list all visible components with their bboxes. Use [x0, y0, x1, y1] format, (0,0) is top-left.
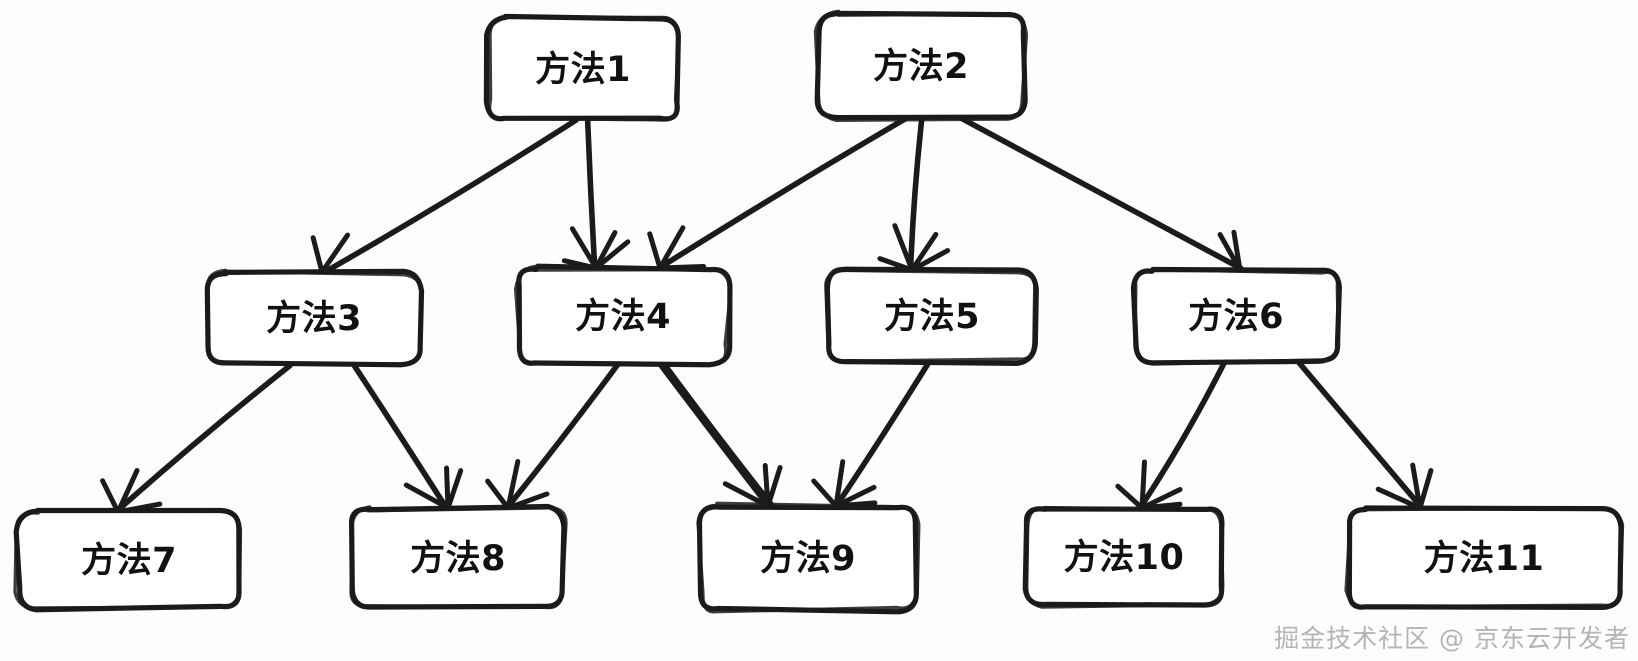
node-label: 方法7 [81, 541, 177, 581]
nodes-layer: 方法1 方法2 方法3 方法4 方法5 方法6 方法7 方法8 方法9 方法10 方法11 [13, 9, 1625, 615]
arrowhead-stroke [593, 230, 618, 271]
node-shape-overstroke [1133, 267, 1341, 366]
edge-line [832, 357, 933, 510]
arrowhead-stroke [569, 226, 599, 271]
arrowhead-stroke [811, 478, 839, 509]
node-shape-overstroke [824, 268, 1037, 363]
edge-line [907, 113, 925, 275]
edge-m2-to-m4 [647, 116, 908, 285]
node-shape-overstroke [349, 505, 568, 610]
arrowhead-stroke [1375, 486, 1423, 511]
edge-line [954, 113, 1244, 272]
node-m7[interactable]: 方法7 [13, 507, 243, 613]
arrowhead-stroke [833, 459, 846, 509]
arrowhead-stroke [657, 225, 686, 271]
arrowhead-stroke [1139, 487, 1183, 511]
node-m4[interactable]: 方法4 [513, 263, 733, 368]
edge-m3-to-m8 [350, 361, 464, 523]
arrowhead-stroke [100, 478, 121, 515]
edge-m6-to-m11 [1294, 357, 1434, 525]
arrowhead-stroke [647, 231, 663, 271]
node-label: 方法8 [410, 539, 506, 579]
watermark-text: 掘金技术社区 @ 京东云开发者 [1274, 624, 1630, 653]
edge-line [319, 117, 579, 277]
edge-line [503, 359, 623, 512]
arrowhead-stroke [722, 481, 771, 509]
node-m1[interactable]: 方法1 [483, 13, 681, 122]
node-label: 方法5 [884, 297, 980, 337]
arrowhead-stroke [892, 223, 915, 273]
node-shape-overstroke [488, 14, 681, 122]
node-label: 方法6 [1188, 297, 1284, 337]
arrowhead-stroke [1217, 232, 1243, 273]
edge-m6-to-m10 [1115, 359, 1228, 511]
arrowhead-stroke [909, 231, 939, 273]
edge-m2-to-m5 [877, 113, 951, 275]
node-m9[interactable]: 方法9 [696, 501, 921, 615]
edge-line [350, 361, 451, 513]
arrowhead-stroke [444, 465, 451, 511]
node-m2[interactable]: 方法2 [813, 9, 1029, 123]
node-label: 方法4 [575, 297, 671, 337]
arrowhead-stroke [833, 484, 877, 509]
edge-m3-to-m7 [100, 362, 293, 526]
arrowhead-stroke [115, 467, 140, 515]
node-m8[interactable]: 方法8 [349, 503, 568, 610]
node-label: 方法2 [873, 47, 969, 87]
node-label: 方法3 [266, 299, 362, 339]
node-label: 方法1 [535, 50, 631, 90]
node-shape-overstroke [1344, 505, 1625, 609]
edge-m1-to-m3 [310, 117, 579, 291]
arrowhead-stroke [485, 478, 511, 511]
arrowhead-stroke [1139, 459, 1147, 511]
edge-line [1137, 359, 1228, 511]
arrowhead-stroke [1115, 483, 1145, 511]
arrowhead-stroke [319, 232, 351, 275]
node-shape-overstroke [813, 9, 1029, 123]
arrowhead-stroke [909, 248, 951, 273]
edge-line [584, 117, 598, 269]
arrowhead-stroke [762, 462, 771, 509]
edge-line-overstroke [661, 361, 775, 508]
node-label: 方法10 [1064, 538, 1185, 578]
node-m11[interactable]: 方法11 [1344, 505, 1625, 610]
edge-line [655, 116, 908, 272]
edge-m1-to-m4 [561, 117, 631, 271]
edge-line [115, 362, 293, 513]
node-m10[interactable]: 方法10 [1022, 505, 1225, 609]
edge-m5-to-m9 [811, 357, 933, 510]
arrowhead-stroke [310, 235, 325, 275]
edge-m4-to-m8 [485, 359, 623, 512]
arrowhead-stroke [1417, 467, 1434, 511]
node-label: 方法11 [1424, 539, 1545, 579]
node-m5[interactable]: 方法5 [824, 266, 1039, 366]
node-shape-overstroke [513, 264, 733, 366]
node-shape-overstroke [1025, 505, 1225, 609]
node-shape-overstroke [205, 268, 424, 366]
edge-m4-to-m9 [656, 360, 783, 522]
node-m6[interactable]: 方法6 [1130, 266, 1342, 366]
node-label: 方法9 [760, 539, 856, 579]
arrowhead-stroke [1410, 462, 1423, 511]
node-shape-overstroke [696, 501, 921, 614]
arrowhead-stroke [593, 239, 631, 271]
node-shape-overstroke [13, 508, 243, 610]
arrowhead-stroke [403, 482, 451, 511]
arrowhead-stroke [505, 459, 521, 511]
edge-line [1294, 357, 1423, 509]
node-m3[interactable]: 方法3 [204, 268, 425, 368]
